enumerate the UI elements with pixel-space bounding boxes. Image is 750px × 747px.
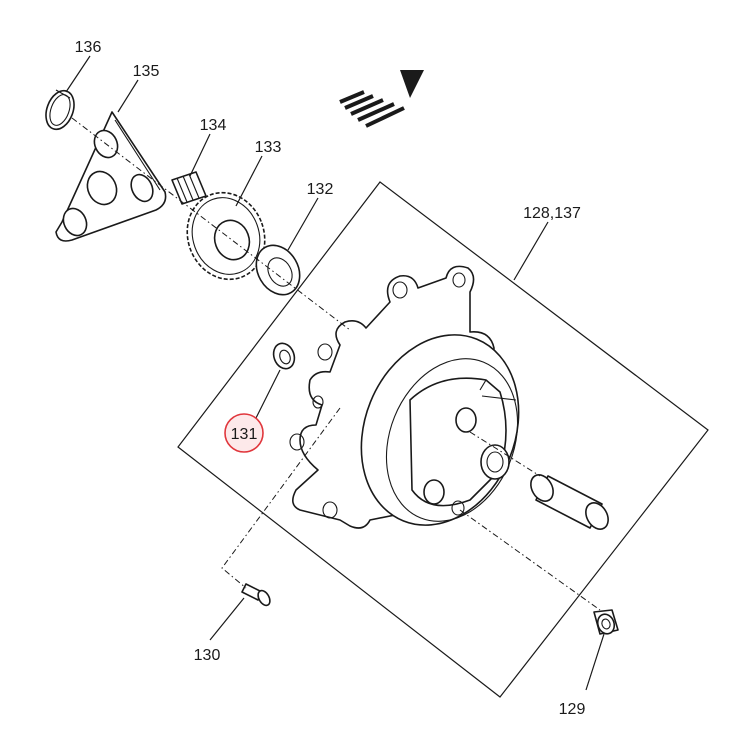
pump-body-128-137	[289, 265, 520, 529]
callout-135[interactable]: 135	[133, 63, 160, 80]
callout-136[interactable]: 136	[75, 39, 102, 56]
needle-bearing-134	[171, 171, 207, 205]
assembly-frame	[177, 181, 709, 698]
center-line-plug	[459, 509, 601, 611]
highlight-circle	[224, 413, 264, 453]
callout-129[interactable]: 129	[559, 701, 586, 718]
leader-130	[209, 597, 245, 641]
leader-133	[235, 155, 263, 207]
callout-132[interactable]: 132	[307, 181, 334, 198]
callout-130[interactable]: 130	[194, 647, 221, 664]
leader-128-137	[513, 221, 549, 281]
center-line-main	[71, 117, 351, 331]
callout-134[interactable]: 134	[200, 117, 227, 134]
center-line-shaft	[469, 431, 541, 477]
o-ring-131	[272, 342, 296, 370]
callout-128-137[interactable]: 128,137	[523, 205, 581, 222]
plug-129	[593, 609, 619, 635]
leader-136	[65, 55, 91, 93]
shaft-pin	[530, 474, 609, 530]
leader-134	[189, 133, 211, 177]
leader-129	[585, 633, 605, 691]
leader-135	[117, 79, 139, 113]
snap-ring-136	[45, 89, 75, 131]
washer-132	[255, 244, 301, 296]
screw-130	[241, 583, 271, 607]
leader-132	[287, 197, 319, 251]
callout-131[interactable]: 131	[231, 426, 258, 443]
plate-135	[55, 111, 167, 242]
center-line-screw	[221, 407, 341, 589]
forward-arrow-icon	[339, 70, 424, 128]
leader-131	[255, 369, 281, 419]
callout-133[interactable]: 133	[255, 139, 282, 156]
